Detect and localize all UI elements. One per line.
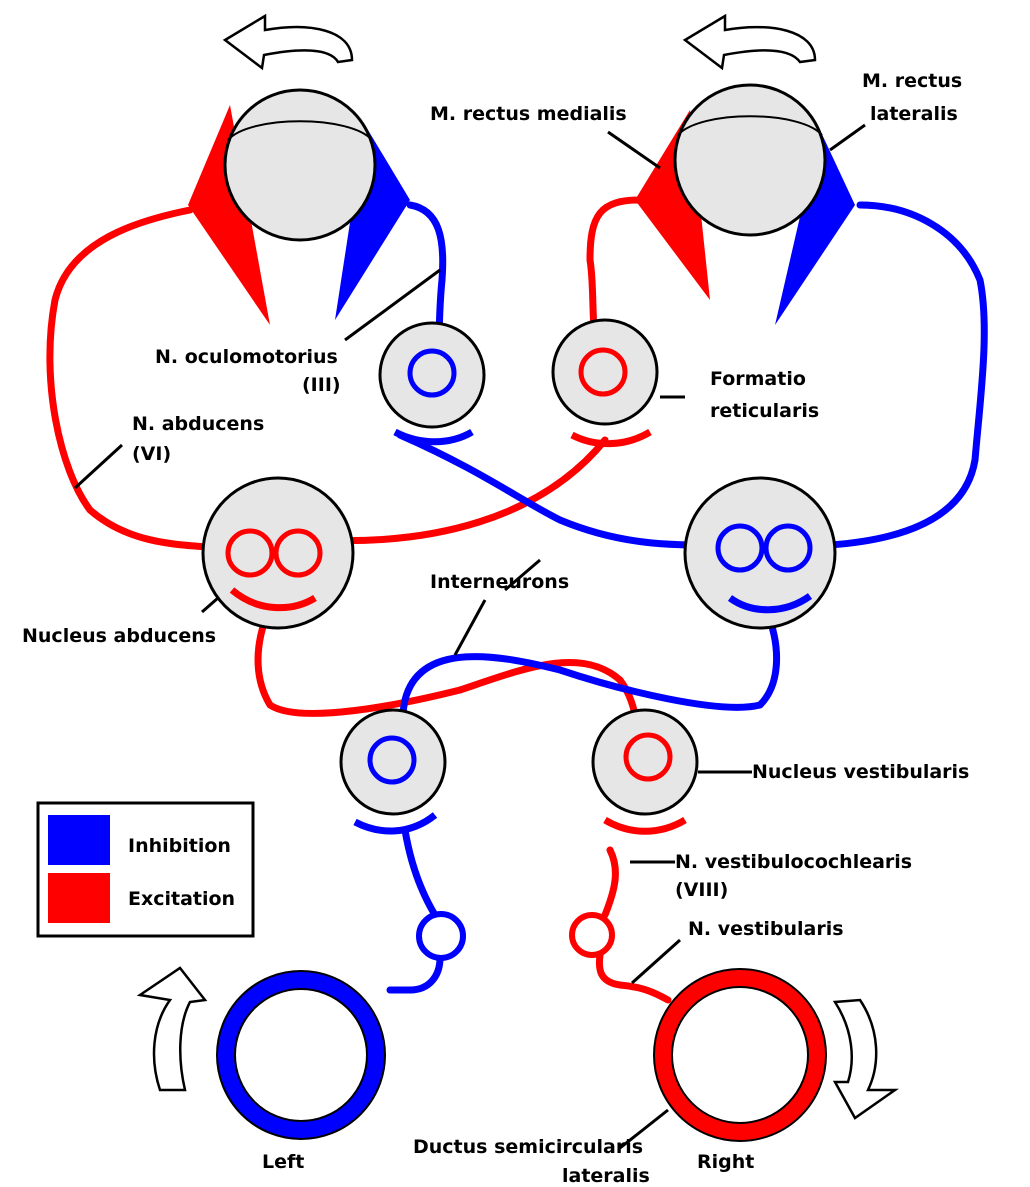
left-oculomotor-nucleus (378, 321, 486, 446)
legend-swatch-inhibition (48, 815, 110, 865)
legend: Inhibition Excitation (36, 801, 255, 938)
formatio-reticularis-nucleus (551, 318, 659, 448)
label-abducens-nerve-line2: (VI) (132, 443, 171, 465)
label-formatio-line2: reticularis (710, 400, 819, 422)
right-semicircular-duct (653, 968, 827, 1142)
label-interneurons: Interneurons (430, 571, 569, 593)
right-eye (673, 83, 827, 237)
left-medial-rectus-muscle (188, 105, 270, 325)
legend-swatch-excitation (48, 873, 110, 923)
left-eye-rotation-arrow (222, 13, 354, 71)
label-formatio-line1: Formatio (710, 368, 806, 390)
left-abducens-nucleus (201, 476, 355, 630)
right-abducens-nucleus (683, 476, 837, 630)
label-nucleus-abducens: Nucleus abducens (22, 625, 216, 647)
left-lateral-rectus-muscle (335, 125, 410, 320)
right-eye-rotation-arrow (682, 13, 817, 71)
legend-label-excitation: Excitation (128, 888, 235, 910)
legend-label-inhibition: Inhibition (128, 835, 231, 857)
label-abducens-nerve-line1: N. abducens (132, 413, 264, 435)
label-left: Left (262, 1151, 304, 1173)
leader-lines (73, 123, 866, 1150)
left-semicircular-duct (216, 970, 386, 1140)
left-vestibular-ganglion (416, 911, 466, 961)
label-nucleus-vestibularis: Nucleus vestibularis (752, 761, 969, 783)
left-duct-rotation-arrow (136, 966, 208, 1092)
label-right: Right (697, 1151, 754, 1173)
label-ductus-line2: lateralis (562, 1165, 650, 1187)
label-rectus-medialis: M. rectus medialis (430, 103, 627, 125)
label-oculomotorius-line2: (III) (302, 374, 341, 396)
label-ductus-line1: Ductus semicircularis (413, 1136, 643, 1158)
label-rectus-lateralis-line2: lateralis (870, 103, 958, 125)
label-oculomotorius-line1: N. oculomotorius (155, 346, 338, 368)
label-vestibulocochlearis-line1: N. vestibulocochlearis (675, 851, 912, 873)
label-vestibulocochlearis-line2: (VIII) (675, 879, 728, 901)
left-vestibular-nucleus (339, 708, 447, 835)
label-vestibularis: N. vestibularis (688, 918, 844, 940)
right-vestibular-ganglion (569, 912, 615, 958)
labels: M. rectus medialis M. rectus lateralis N… (22, 70, 969, 1187)
label-rectus-lateralis-line1: M. rectus (862, 70, 962, 92)
right-lateral-rectus-muscle (775, 130, 855, 325)
left-eye (223, 88, 377, 242)
right-duct-rotation-arrow (832, 998, 899, 1120)
inhibition-pathways (386, 201, 988, 994)
right-vestibular-nucleus (591, 708, 699, 835)
